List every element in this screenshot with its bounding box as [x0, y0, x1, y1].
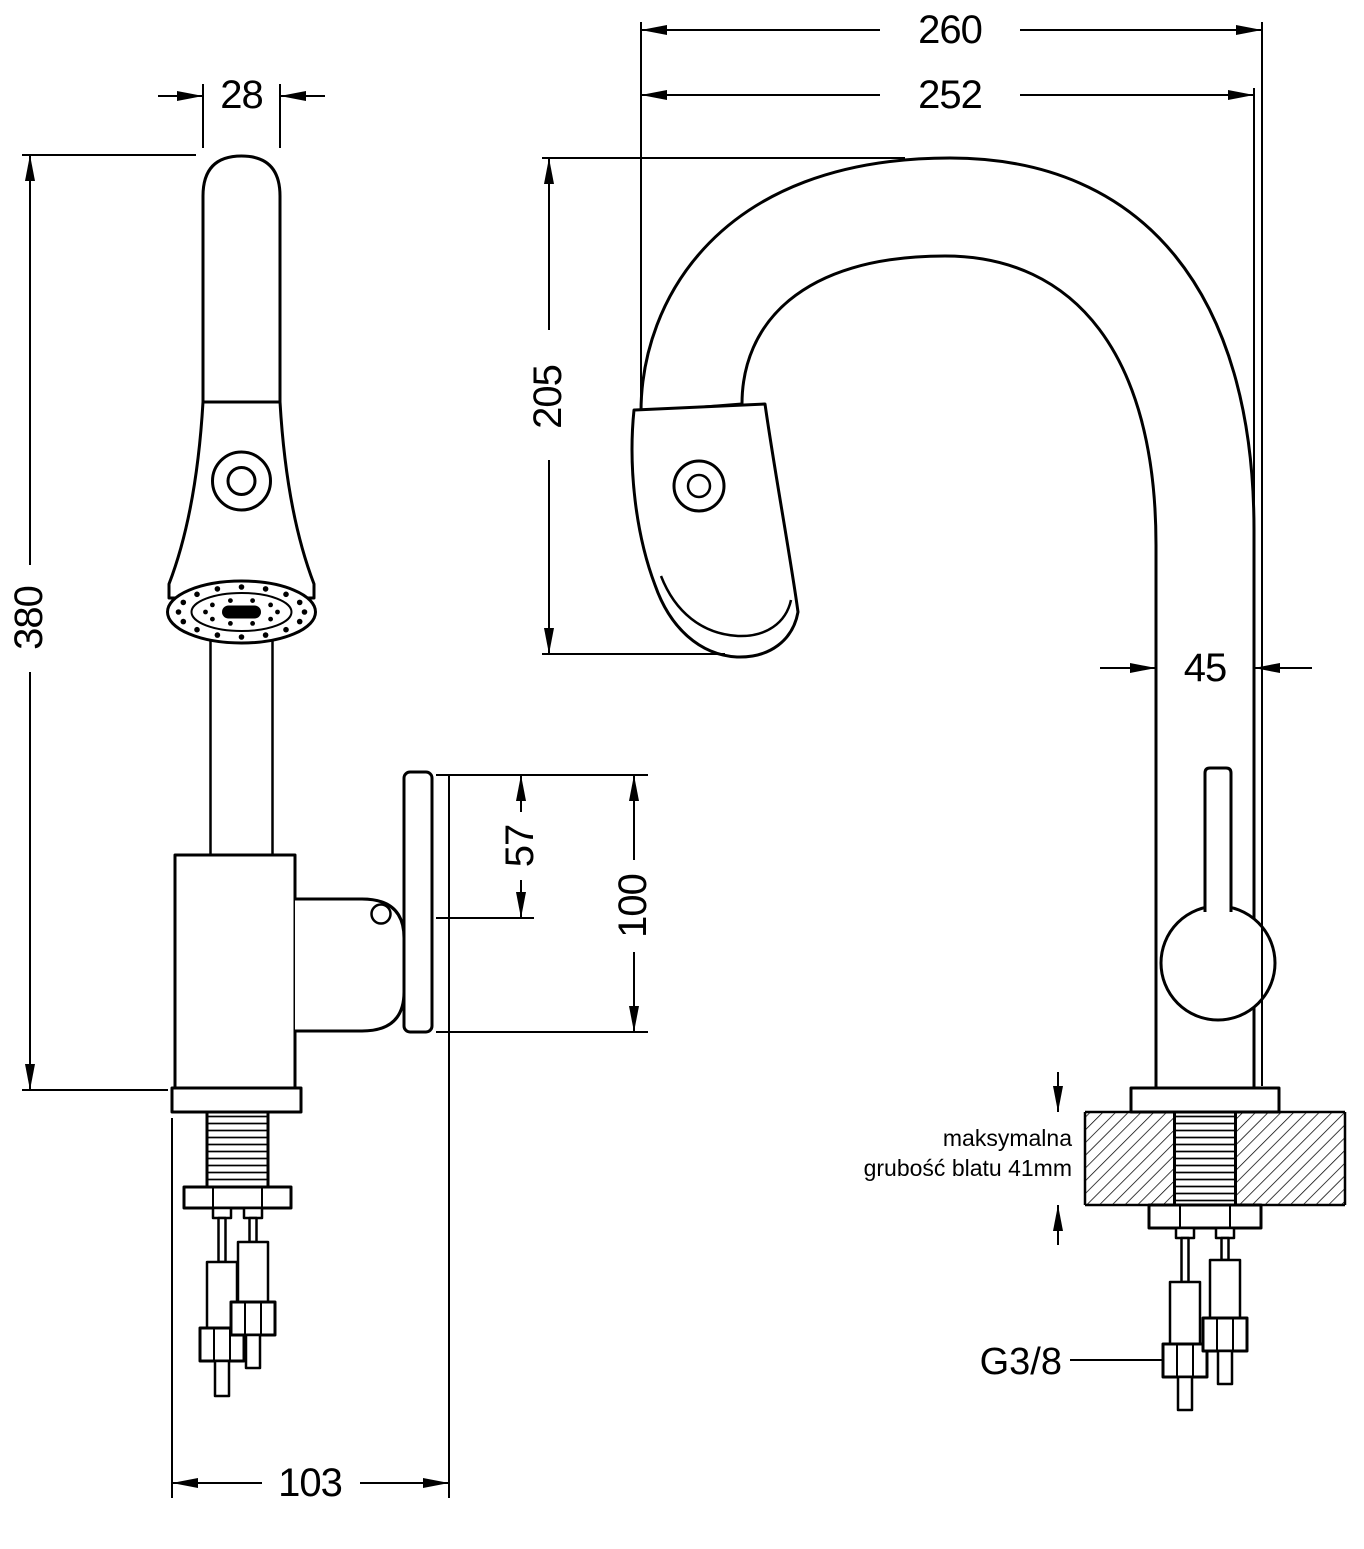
front-dimensions: 28 380 57 100 — [7, 73, 655, 1505]
dim-28-label: 28 — [220, 73, 263, 117]
dimension-base-depth: 103 — [171, 776, 450, 1505]
aerator-holes — [175, 584, 308, 640]
dim-45-label: 45 — [1184, 646, 1227, 690]
dim-380-label: 380 — [7, 586, 51, 650]
aerator-rim-side — [659, 575, 793, 638]
mounting-nut-side — [1147, 1203, 1263, 1230]
counter-note-line2: grubość blatu 41mm — [864, 1155, 1072, 1181]
thread-spec-label: G3/8 — [980, 1341, 1062, 1383]
spray-head-side — [630, 402, 800, 659]
faucet-body — [173, 853, 297, 1090]
threaded-shank — [205, 1110, 270, 1189]
dimension-spout-width: 28 — [158, 73, 325, 148]
countertop-thickness-note: maksymalna grubość blatu 41mm — [864, 1072, 1072, 1245]
pivot-screw — [370, 903, 392, 925]
handle-rod — [1203, 766, 1233, 912]
mounting-flange-side — [1129, 1086, 1281, 1114]
dim-103-label: 103 — [278, 1461, 342, 1505]
supply-hoses-front — [198, 1206, 277, 1398]
dimension-spout-reach: 252 — [641, 73, 1255, 520]
spout-pipe — [201, 154, 282, 402]
dim-57-label: 57 — [498, 825, 542, 868]
aerator-face — [166, 579, 317, 645]
dimension-handle-height: 100 — [436, 775, 655, 1033]
dim-260-label: 260 — [918, 8, 982, 52]
front-view — [166, 154, 434, 1398]
dim-100-label: 100 — [611, 874, 655, 938]
spray-button — [211, 450, 272, 512]
mounting-flange — [170, 1086, 303, 1114]
dim-252-label: 252 — [918, 73, 982, 117]
thread-spec: G3/8 — [980, 1341, 1163, 1383]
riser-pipe — [209, 610, 274, 857]
mounting-nut — [182, 1185, 293, 1210]
counter-note-line1: maksymalna — [943, 1125, 1072, 1151]
handle-lever — [402, 770, 434, 1034]
countertop — [1083, 1110, 1347, 1207]
side-view — [630, 156, 1347, 1412]
spray-button-side — [672, 459, 726, 513]
threaded-shank-side — [1173, 1110, 1237, 1207]
aerator-slot — [222, 605, 261, 619]
supply-hoses-side — [1161, 1226, 1249, 1412]
side-dimensions: 260 252 205 45 maksymalna — [526, 8, 1312, 1383]
dimension-spout-height: 205 — [526, 157, 905, 655]
handle-joint — [1159, 904, 1277, 1022]
dimension-total-height: 380 — [7, 154, 196, 1091]
dim-205-label: 205 — [526, 365, 570, 429]
dimension-total-reach: 260 — [640, 8, 1263, 1086]
dimension-handle-top-offset: 57 — [436, 774, 648, 919]
dimension-column-width: 45 — [1100, 646, 1312, 715]
